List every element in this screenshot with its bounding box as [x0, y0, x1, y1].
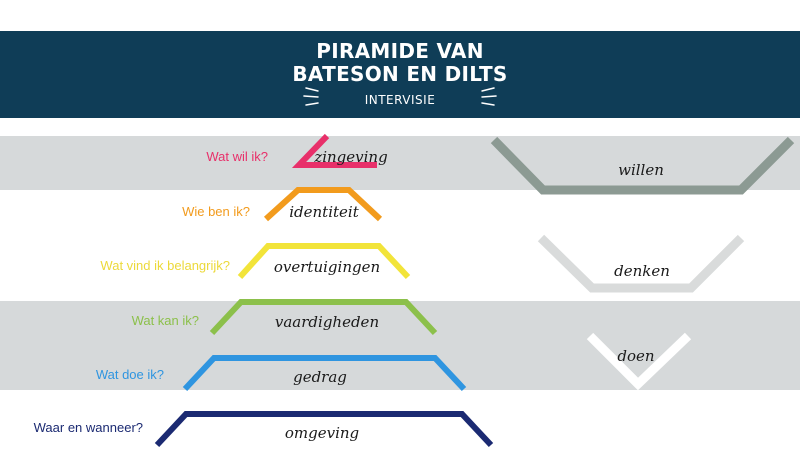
mode-label-doen: doen	[617, 347, 655, 365]
question-identiteit: Wie ben ik?	[182, 204, 250, 219]
pyramid-level-vaardigheden	[209, 299, 438, 336]
level-word-overtuigingen: overtuigingen	[273, 258, 381, 276]
pyramid-level-overtuigingen	[237, 243, 411, 280]
pyramid-level-omgeving	[154, 411, 494, 448]
level-word-gedrag: gedrag	[293, 368, 347, 386]
mode-denken-shape	[537, 234, 745, 293]
title-line-2: BATESON EN DILTS	[292, 62, 508, 86]
mode-willen-shape	[490, 136, 795, 195]
question-overtuigingen: Wat vind ik belangrijk?	[100, 258, 230, 273]
header-banner: PIRAMIDE VAN BATESON EN DILTS INTERVISIE	[0, 31, 800, 118]
question-omgeving: Waar en wanneer?	[33, 420, 143, 435]
level-word-vaardigheden: vaardigheden	[274, 313, 380, 331]
mode-label-denken: denken	[614, 262, 670, 280]
level-word-omgeving: omgeving	[284, 424, 360, 442]
sparkle-icon	[303, 87, 497, 106]
title-line-1: PIRAMIDE VAN	[316, 39, 484, 63]
band-doen	[0, 301, 800, 390]
mode-label-willen: willen	[618, 161, 664, 179]
pyramid-level-identiteit	[263, 187, 383, 222]
subtitle: INTERVISIE	[364, 93, 436, 107]
question-vaardigheden: Wat kan ik?	[131, 313, 199, 328]
level-word-identiteit: identiteit	[289, 203, 359, 221]
level-word-zingeving: zingeving	[314, 148, 388, 166]
pyramid-level-gedrag	[182, 355, 467, 392]
question-zingeving: Wat wil ik?	[206, 149, 268, 164]
mode-doen-shape	[586, 332, 692, 391]
band-willen	[0, 136, 800, 190]
question-gedrag: Wat doe ik?	[95, 367, 164, 382]
pyramid-level-zingeving	[291, 133, 377, 168]
